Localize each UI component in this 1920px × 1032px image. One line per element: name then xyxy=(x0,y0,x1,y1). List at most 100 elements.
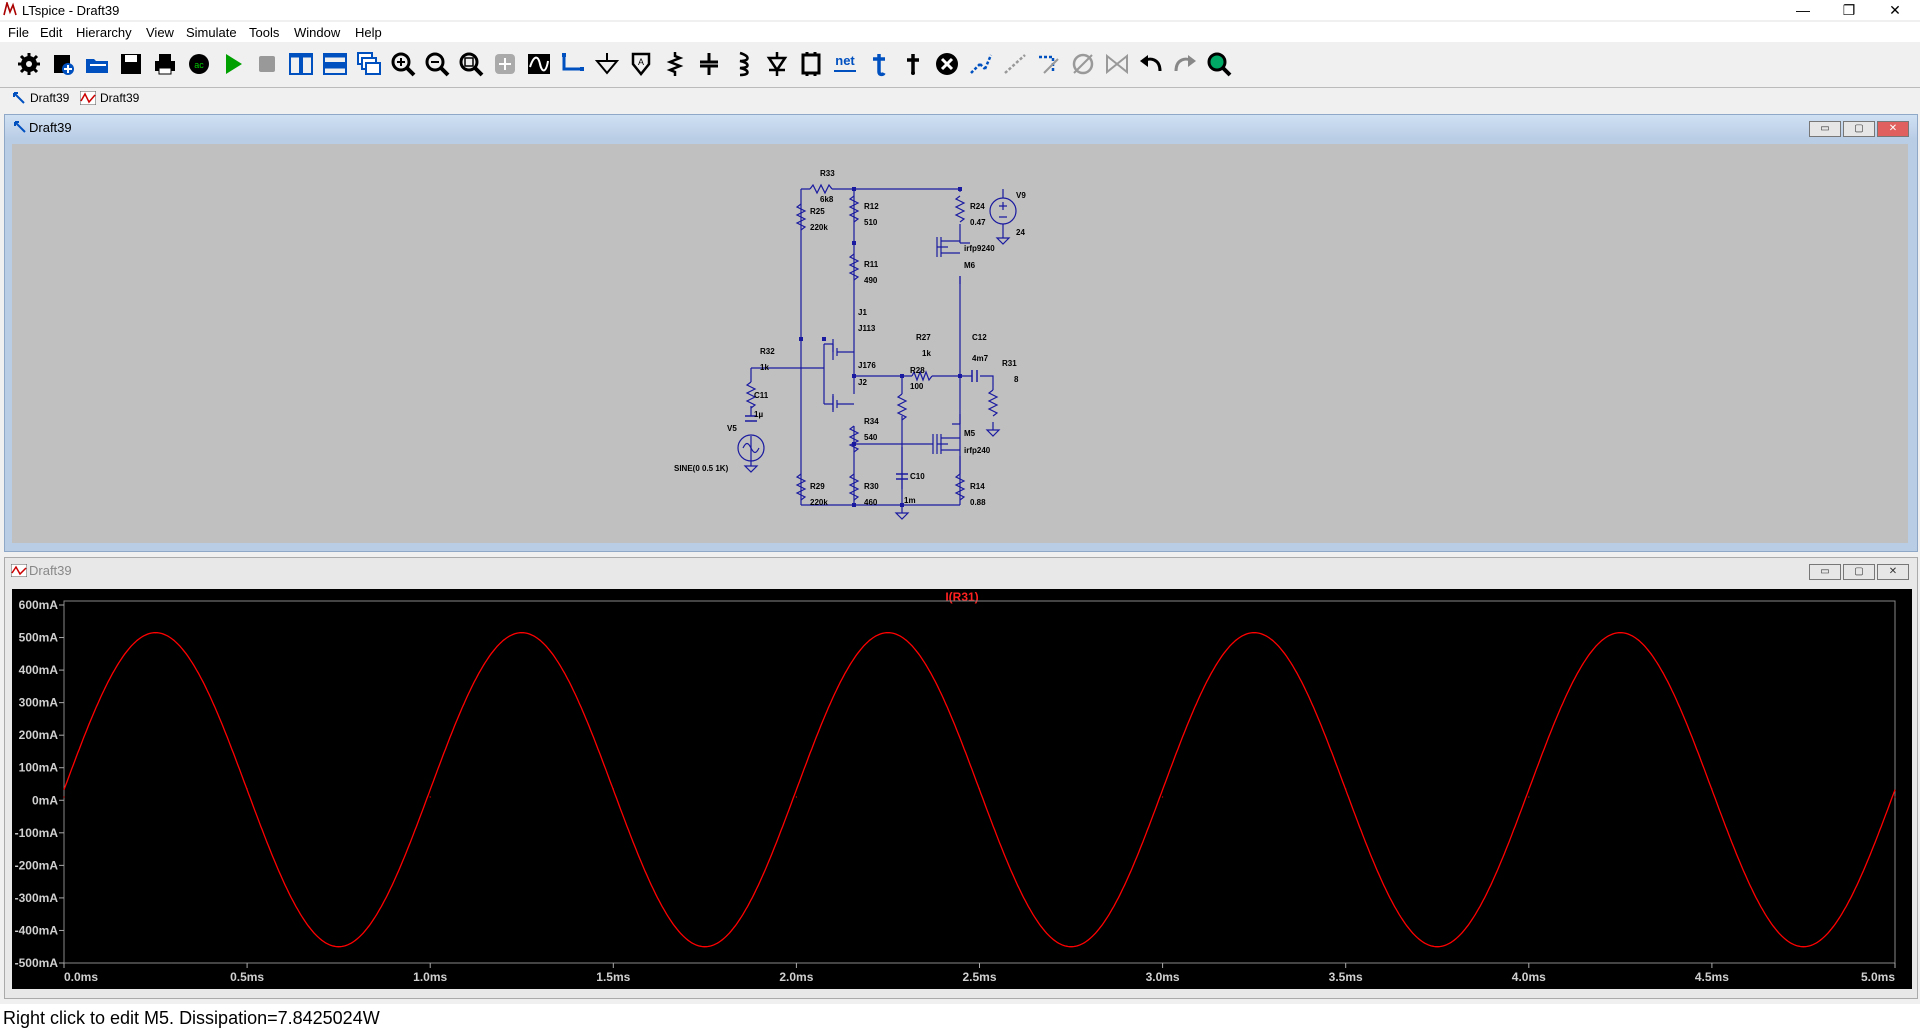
y-tick-label: -200mA xyxy=(15,858,59,872)
wire-icon[interactable] xyxy=(560,51,586,77)
schematic-minimize-button[interactable]: ▭ xyxy=(1809,121,1841,137)
y-tick-label: -300mA xyxy=(15,891,59,905)
inductor-icon[interactable] xyxy=(730,51,756,77)
waveform-close-button[interactable]: ✕ xyxy=(1877,564,1909,580)
zoom-in-icon[interactable] xyxy=(390,51,416,77)
data-point xyxy=(1162,796,1164,798)
close-button[interactable]: ✕ xyxy=(1889,2,1901,18)
resistor-icon[interactable] xyxy=(662,51,688,77)
waveform-icon xyxy=(80,91,96,105)
r33-name: R33 xyxy=(820,169,835,178)
plot-series xyxy=(63,632,1896,948)
waveform-icon[interactable] xyxy=(526,51,552,77)
r24-value: 0.47 xyxy=(970,218,986,227)
rotate-icon[interactable] xyxy=(1070,51,1096,77)
redo-icon[interactable] xyxy=(1172,51,1198,77)
c11-value: 1µ xyxy=(754,410,763,419)
menu-edit[interactable]: Edit xyxy=(40,25,63,40)
r25-name: R25 xyxy=(810,207,825,216)
trace-label[interactable]: I(R31) xyxy=(945,590,978,604)
settings-icon[interactable] xyxy=(16,51,42,77)
v9-value: 24 xyxy=(1016,228,1025,237)
undo-icon[interactable] xyxy=(1138,51,1164,77)
r25-value: 220k xyxy=(810,223,828,232)
r32-name: R32 xyxy=(760,347,775,356)
ltspice-app-icon xyxy=(3,2,17,16)
cascade-icon[interactable] xyxy=(356,51,382,77)
net-icon[interactable]: net xyxy=(832,51,858,77)
m5-name: M5 xyxy=(964,429,976,438)
r30-name: R30 xyxy=(864,482,879,491)
document-tabs: Draft39 Draft39 xyxy=(0,88,1920,108)
save-icon[interactable] xyxy=(118,51,144,77)
new-schematic-icon[interactable] xyxy=(50,51,76,77)
r12-name: R12 xyxy=(864,202,879,211)
v5-name: V5 xyxy=(727,424,737,433)
menu-window[interactable]: Window xyxy=(294,25,341,40)
r31-name: R31 xyxy=(1002,359,1017,368)
diode-icon[interactable] xyxy=(764,51,790,77)
component-icon[interactable] xyxy=(798,51,824,77)
zoom-full-icon[interactable] xyxy=(492,51,518,77)
spice-directive-icon[interactable] xyxy=(900,51,926,77)
delete-icon[interactable] xyxy=(934,51,960,77)
tab-waveform-label: Draft39 xyxy=(100,91,140,105)
r28-name: R28 xyxy=(910,366,925,375)
run-icon[interactable] xyxy=(220,51,246,77)
text-icon[interactable] xyxy=(866,51,892,77)
mirror-icon[interactable] xyxy=(1036,51,1062,77)
m6-model: irfp9240 xyxy=(964,244,995,253)
y-tick-label: 500mA xyxy=(19,631,59,645)
schematic-close-button[interactable]: ✕ xyxy=(1877,121,1909,137)
menu-file[interactable]: File xyxy=(8,25,29,40)
c11-name: C11 xyxy=(754,391,769,400)
y-tick-label: 200mA xyxy=(19,728,59,742)
x-tick-label: 0.5ms xyxy=(230,970,264,984)
waveform-maximize-button[interactable]: ▢ xyxy=(1843,564,1875,580)
open-icon[interactable] xyxy=(84,51,110,77)
y-tick-label: -500mA xyxy=(15,956,59,970)
schematic-maximize-button[interactable]: ▢ xyxy=(1843,121,1875,137)
find-icon[interactable] xyxy=(1206,51,1232,77)
data-point xyxy=(1436,946,1438,948)
resistor-symbols xyxy=(745,183,999,501)
tile-horizontal-icon[interactable] xyxy=(322,51,348,77)
schematic-canvas[interactable]: R33 6k8 R25 220k R12 510 R24 0.47 V9 24 … xyxy=(12,144,1908,543)
series-line-i-r31 xyxy=(63,632,1896,948)
y-tick-label: 400mA xyxy=(19,663,59,677)
menu-view[interactable]: View xyxy=(146,25,174,40)
maximize-button[interactable]: ❐ xyxy=(1842,2,1856,18)
netlist-icon[interactable]: ac xyxy=(186,51,212,77)
x-tick-label: 3.0ms xyxy=(1146,970,1180,984)
r34-value: 540 xyxy=(864,433,878,442)
move-icon[interactable] xyxy=(1002,51,1028,77)
c10-value: 1m xyxy=(904,496,916,505)
zoom-out-icon[interactable] xyxy=(424,51,450,77)
tile-vertical-icon[interactable] xyxy=(288,51,314,77)
menu-help[interactable]: Help xyxy=(355,25,382,40)
status-text: Right click to edit M5. Dissipation=7.84… xyxy=(3,1008,380,1028)
tab-waveform[interactable]: Draft39 xyxy=(78,90,144,106)
minimize-button[interactable]: — xyxy=(1796,2,1810,18)
menu-tools[interactable]: Tools xyxy=(249,25,280,40)
ground-icon[interactable] xyxy=(594,51,620,77)
y-tick-label: -100mA xyxy=(15,826,59,840)
transistor-symbols xyxy=(832,237,960,454)
label-icon[interactable]: A xyxy=(628,51,654,77)
menu-simulate[interactable]: Simulate xyxy=(186,25,237,40)
data-point xyxy=(1528,796,1530,798)
print-icon[interactable] xyxy=(152,51,178,77)
menu-hierarchy[interactable]: Hierarchy xyxy=(76,25,132,40)
x-tick-label: 0.0ms xyxy=(64,970,98,984)
drag-icon[interactable] xyxy=(968,51,994,77)
waveform-minimize-button[interactable]: ▭ xyxy=(1809,564,1841,580)
capacitor-icon[interactable] xyxy=(696,51,722,77)
tab-schematic[interactable]: Draft39 xyxy=(8,90,74,106)
tab-schematic-label: Draft39 xyxy=(30,91,70,105)
flip-icon[interactable] xyxy=(1104,51,1130,77)
halt-icon[interactable] xyxy=(254,51,280,77)
zoom-fit-icon[interactable] xyxy=(458,51,484,77)
y-tick-label: 600mA xyxy=(19,598,59,612)
waveform-icon xyxy=(11,564,27,577)
